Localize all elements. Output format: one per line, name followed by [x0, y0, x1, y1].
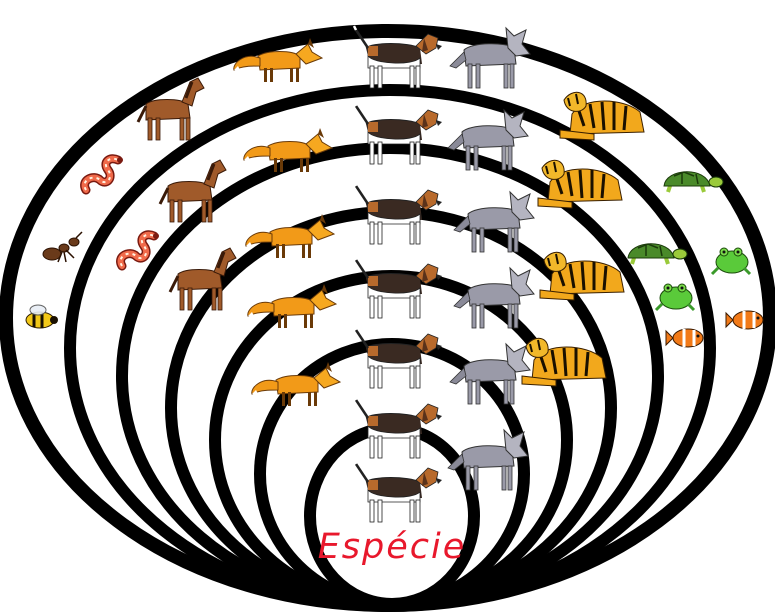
species-label: Espécie [318, 527, 467, 567]
ring-level-1 [310, 428, 474, 604]
rings-group [6, 31, 770, 606]
